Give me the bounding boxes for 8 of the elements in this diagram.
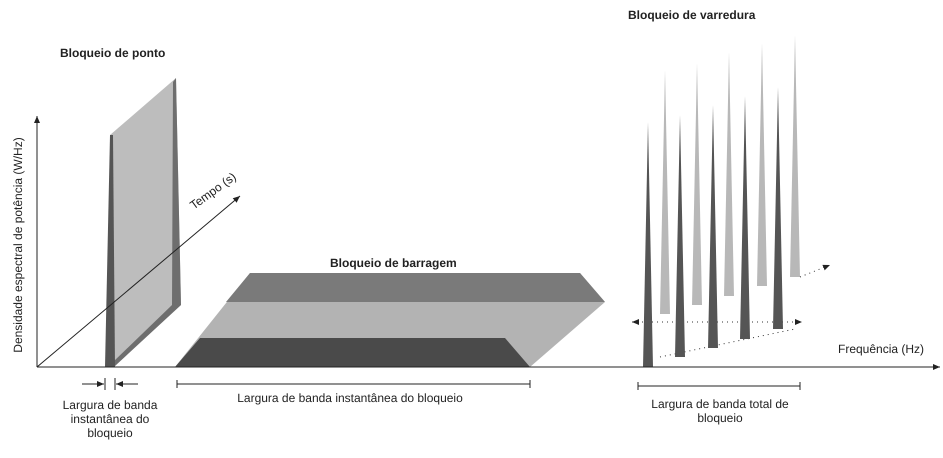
dimension-label: Largura de banda instantânea do bloqueio: [62, 398, 158, 440]
dimension-label: Largura de banda total de bloqueio: [650, 397, 790, 425]
axis-label: Densidade espectral de potência (W/Hz): [11, 136, 25, 355]
dimension-label: Largura de banda instantânea do bloqueio: [236, 391, 464, 405]
chart-title: Bloqueio de varredura: [628, 8, 756, 22]
axis-label: Frequência (Hz): [838, 342, 926, 356]
chart-title: Bloqueio de barragem: [330, 256, 458, 270]
chart-title: Bloqueio de ponto: [60, 46, 166, 60]
